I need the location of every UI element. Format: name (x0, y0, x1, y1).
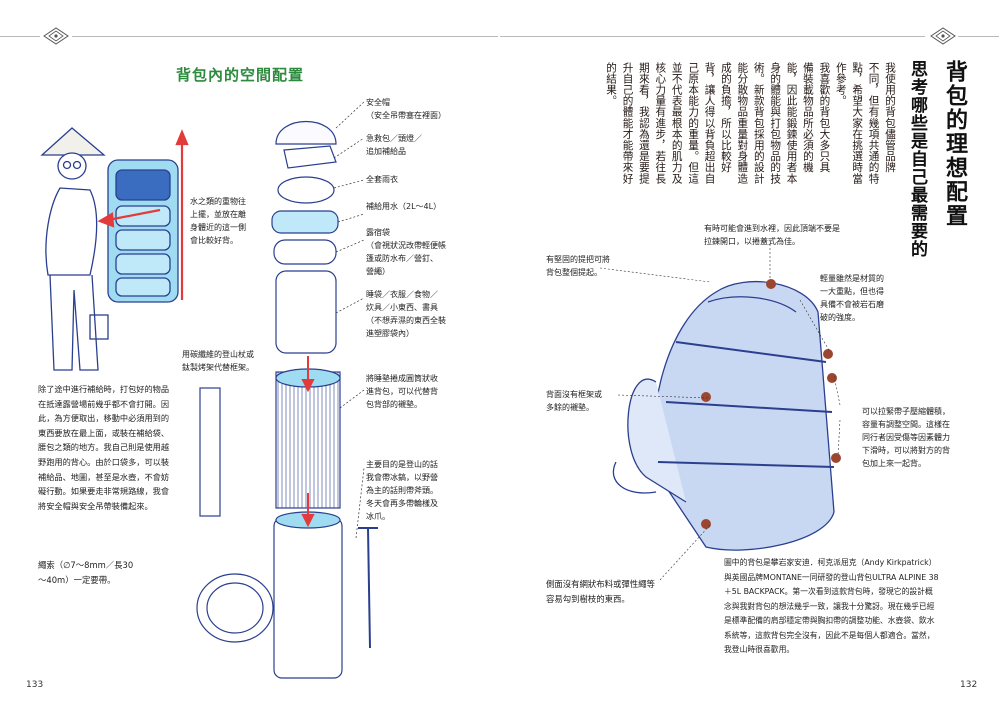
item-label-water: 補給用水（2L〜4L） (366, 202, 442, 211)
page-title: 背包的理想配置 (942, 60, 967, 228)
hiker-icon (40, 127, 109, 371)
section-title: 背包內的空間配置 (176, 66, 305, 84)
hiker-backpack (107, 159, 179, 303)
frame-caption: 用碳纖維的登山杖或鈦製烤架代替框架。 (182, 350, 254, 372)
left-main-text: 除了途中進行補給時，打包好的物品 在抵達露營場前幾乎都不會打開。因 此，為方便取… (38, 384, 170, 511)
backpack-bottom-icon (273, 517, 343, 679)
callout-no-frame: 背面沒有框架或多餘的襯墊。 (546, 390, 602, 412)
ornament-icon (43, 27, 69, 45)
stuff-sack-icon (275, 270, 337, 354)
weight-arrows (97, 129, 189, 300)
ice-axe-icon (358, 527, 378, 649)
first-aid-bag-icon (283, 145, 337, 169)
rope-caption: 繩索（∅7〜8mm／長30〜40m）一定要帶。 (38, 560, 134, 585)
rain-gear-icon (277, 176, 335, 204)
rope-icon (196, 573, 274, 643)
item-label-rain-gear: 全套雨衣 (366, 175, 398, 184)
callout-lines (599, 244, 841, 581)
hiker-caption: 水之類的重物往 上擺，並放在離 身體近的這一側 會比較好背。 (190, 197, 246, 245)
callout-material: 輕量雖然是材質的一大重點，但也得具備不會被岩石磨破的強度。 (820, 274, 884, 322)
backpack-description: 圖中的背包是攀岩家安迪．柯克派屈克（Andy Kirkpatrick） 與英國品… (724, 558, 939, 654)
callout-top-opening: 有時可能會進到水裡，因此頂端不要是拉鍊開口，以捲蓋式為佳。 (704, 224, 840, 246)
ornament-icon (930, 27, 956, 45)
item-label-first-aid: 急救包／頭燈／追加補給品 (366, 134, 422, 156)
header-rule-left (0, 36, 40, 37)
page-number-right: 132 (960, 680, 978, 690)
item-label-mat: 將睡墊捲成圓筒狀收進背包，可以代替背包背部的襯墊。 (366, 374, 438, 409)
header-rule-left-2 (72, 36, 498, 37)
backpack-icon (612, 280, 835, 551)
sleeping-mat-icon (275, 371, 341, 509)
frame-poles-icon (199, 387, 221, 517)
intro-vertical-text: 我使用的背包儘管品牌 不同，但有幾項共通的特 點，希望大家在挑選時當 作參考。 … (605, 62, 896, 185)
bivy-bag-icon (273, 239, 337, 265)
item-label-ice-axe: 主要目的是登山的話我會帶冰鎬，以野營為主的話則帶斧頭。冬天會再多帶輪樣及冰爪。 (366, 460, 438, 521)
item-label-stuff-sack: 睡袋／衣服／食物／炊具／小東西、書具（不想弄濕的東西全裝進塑膠袋內） (366, 290, 446, 338)
helmet-icon (275, 121, 337, 145)
page-subtitle: 思考哪些是自己最需要的 (907, 60, 927, 258)
header-rule-right-2 (958, 36, 999, 37)
gear-stack-illustration (196, 101, 378, 679)
hiker-illustration (40, 127, 189, 371)
page-number-left: 133 (26, 680, 44, 690)
water-bottle-icon (271, 210, 339, 234)
item-label-helmet: 安全帽（安全吊帶塞在裡面） (366, 98, 446, 120)
callout-no-mesh: 側面沒有網狀布料或彈性繩等容易勾到樹枝的東西。 (546, 579, 655, 604)
callout-straps: 可以拉緊帶子壓縮體積，容量有調整空間。這樣在同行者因受傷等因素體力下滑時，可以將… (862, 407, 950, 468)
header-rule-right (500, 36, 925, 37)
callout-handle: 有堅固的提把可將背包整個提起。 (546, 255, 610, 277)
backpack-illustration (612, 279, 841, 551)
item-label-bivy: 露宿袋（會視狀況改帶輕便帳篷或防水布／營釘、營繩） (366, 228, 446, 276)
